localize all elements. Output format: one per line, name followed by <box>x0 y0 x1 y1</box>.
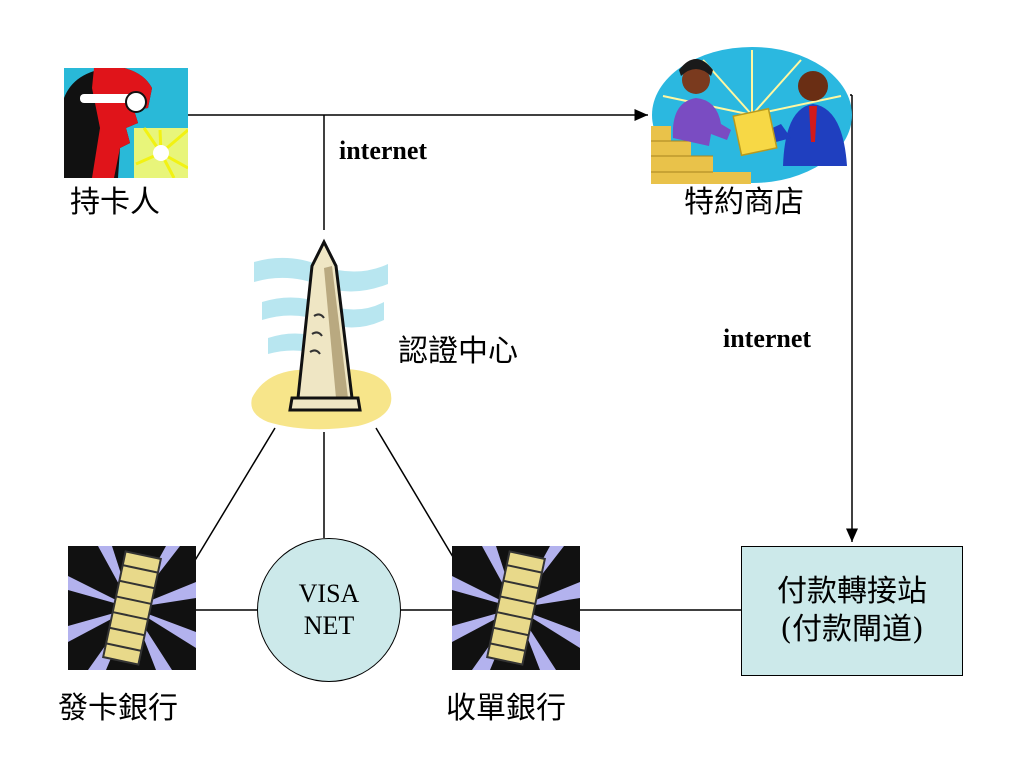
internet-label-top: internet <box>339 136 428 165</box>
payment-gateway-node: 付款轉接站 (付款閘道) <box>741 546 963 676</box>
person-silhouette-icon <box>64 68 188 178</box>
cert-center-label: 認證中心 <box>398 334 518 369</box>
gateway-line2: (付款閘道) <box>780 612 924 647</box>
internet-label-right: internet <box>723 324 812 353</box>
line-cert-acquiring <box>375 427 457 563</box>
line-cert-issuing <box>193 427 276 563</box>
obelisk-monument-icon <box>251 238 392 430</box>
visanet-line2: NET <box>303 611 355 640</box>
issuing-bank-label: 發卡銀行 <box>58 691 178 726</box>
handshake-business-icon <box>651 47 852 184</box>
visanet-line1: VISA <box>298 579 360 608</box>
cardholder-label: 持卡人 <box>70 185 160 220</box>
leaning-tower-icon <box>452 546 580 670</box>
merchant-label: 特約商店 <box>684 185 804 220</box>
acquiring-bank-label: 收單銀行 <box>446 691 566 726</box>
visanet-node: VISA NET <box>257 538 401 682</box>
gateway-line1: 付款轉接站 <box>777 574 927 609</box>
leaning-tower-icon <box>68 546 196 670</box>
